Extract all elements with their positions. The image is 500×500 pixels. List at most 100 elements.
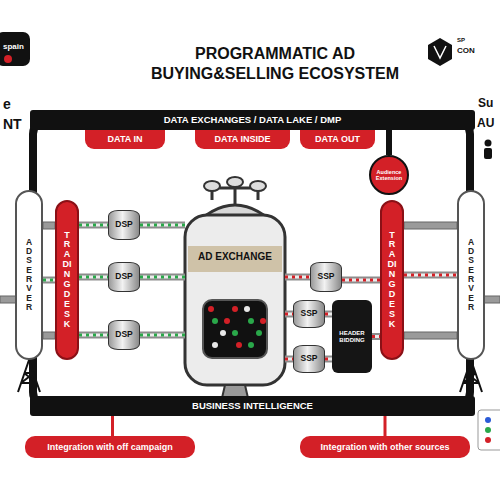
pipe-wall bbox=[140, 222, 185, 229]
data-band: DATA EXCHANGES / DATA LAKE / DMP bbox=[30, 110, 475, 130]
side-pipe bbox=[0, 296, 16, 303]
pipe-wall bbox=[285, 274, 310, 281]
pipe-core bbox=[43, 279, 55, 282]
screen-dot bbox=[212, 318, 218, 324]
pipe-connector bbox=[43, 280, 55, 281]
pipe-core bbox=[372, 335, 380, 338]
pipe-connector bbox=[285, 277, 310, 278]
screen-dot bbox=[232, 306, 238, 312]
exchange-tank bbox=[185, 215, 285, 385]
pylon bbox=[18, 360, 40, 392]
pipe-core bbox=[79, 224, 108, 227]
integration-box: Integration with off campaign bbox=[25, 436, 195, 458]
side-pipe bbox=[404, 222, 457, 229]
exchange-tank bbox=[188, 246, 282, 272]
exchange-tank bbox=[203, 300, 267, 358]
side-pipe bbox=[404, 332, 457, 339]
link-stroke bbox=[111, 416, 114, 436]
exchange-tank bbox=[204, 181, 220, 191]
pipe-core bbox=[140, 334, 185, 337]
node-text: BUSINESS INTELLIGENCE bbox=[192, 401, 313, 412]
data-band: BUSINESS INTELLIGENCE bbox=[30, 396, 475, 416]
pipe-connector bbox=[79, 277, 108, 278]
node-text: DATA INSIDE bbox=[215, 134, 271, 144]
pipe-connector bbox=[285, 359, 293, 360]
screen-dot bbox=[236, 342, 242, 348]
pipe-flow bbox=[342, 279, 380, 282]
side-pipe bbox=[43, 222, 55, 229]
screen-dot bbox=[232, 330, 238, 336]
diagram-title: PROGRAMMATIC AD BUYING&SELLING ECOSYSTEM bbox=[150, 44, 400, 84]
ecosystem-frame bbox=[33, 120, 470, 406]
ad-server-column: AD SERVER bbox=[457, 190, 485, 360]
trading-desk-column: TRADING DESK bbox=[380, 200, 404, 360]
pipe-wall bbox=[285, 356, 293, 363]
pipe-connector bbox=[372, 336, 380, 337]
pipe-flow bbox=[325, 313, 332, 316]
pipe-core bbox=[285, 358, 293, 361]
pipe-core bbox=[325, 358, 332, 361]
pipe-wall bbox=[325, 356, 332, 363]
pipe-flow bbox=[404, 274, 457, 277]
screen-dot bbox=[220, 330, 226, 336]
screen-dot bbox=[244, 306, 250, 312]
screen-dot bbox=[260, 318, 266, 324]
data-tab: DATA IN bbox=[85, 130, 165, 149]
screen-dot bbox=[208, 306, 266, 348]
screen-dot bbox=[248, 342, 254, 348]
node-text: SSP bbox=[317, 272, 334, 282]
logo-badge bbox=[4, 55, 12, 63]
ecosystem-frame bbox=[33, 120, 470, 406]
label-text: Su bbox=[478, 96, 493, 110]
pipe-wall bbox=[285, 311, 293, 318]
node-text: Audience Extension bbox=[374, 169, 404, 182]
pipe-wall bbox=[325, 311, 332, 318]
pipe-connector bbox=[79, 225, 108, 226]
header-bidding-block: HEADER BIDDING bbox=[332, 300, 372, 373]
pipe-flow bbox=[285, 276, 310, 279]
pipe-wall bbox=[79, 222, 108, 229]
pipe-core bbox=[285, 313, 293, 316]
screen-dot bbox=[256, 330, 262, 336]
pipe-wall bbox=[79, 332, 108, 339]
pipe-wall bbox=[404, 272, 457, 279]
link-line bbox=[389, 130, 390, 155]
pipe-flow bbox=[285, 313, 293, 316]
node-text: DSP bbox=[115, 220, 132, 230]
exchange-tank bbox=[250, 181, 266, 191]
pipe-connector bbox=[79, 335, 108, 336]
node-text: SSP bbox=[300, 309, 317, 319]
label-text: CON bbox=[457, 46, 475, 55]
pipe-connector bbox=[325, 314, 332, 315]
screen-dot bbox=[212, 342, 218, 348]
node-text: TRADING DESK bbox=[388, 231, 397, 330]
pipe-wall bbox=[43, 277, 55, 284]
node-text: HEADER BIDDING bbox=[335, 330, 369, 344]
data-tab: DATA INSIDE bbox=[195, 130, 290, 149]
pipe-connector bbox=[140, 277, 185, 278]
label-text: SP bbox=[457, 37, 465, 43]
logo-badge bbox=[0, 32, 30, 66]
exchange-tank-box: AD EXCHANGE bbox=[185, 215, 285, 385]
link-line bbox=[385, 416, 386, 436]
pipe-wall bbox=[79, 274, 108, 281]
platform-cylinder: SSP bbox=[293, 300, 325, 328]
data-tab: DATA OUT bbox=[300, 130, 375, 149]
pipe-core bbox=[285, 276, 310, 279]
pipe-connector bbox=[140, 225, 185, 226]
pipe-wall bbox=[372, 333, 380, 340]
pipe-connector bbox=[285, 314, 293, 315]
side-pipe bbox=[484, 296, 500, 303]
pipe-core bbox=[79, 334, 108, 337]
color-dots bbox=[485, 417, 491, 423]
pipe-flow bbox=[79, 224, 108, 227]
pipe-wall bbox=[140, 332, 185, 339]
audience-circle: Audience Extension bbox=[369, 155, 409, 195]
pipe-connector bbox=[140, 335, 185, 336]
person-icon bbox=[484, 148, 492, 159]
pipe-connector bbox=[342, 280, 380, 281]
node-text: DSP bbox=[115, 272, 132, 282]
pipe-flow bbox=[43, 279, 55, 282]
screen-dot bbox=[248, 318, 254, 324]
pipe-core bbox=[325, 313, 332, 316]
